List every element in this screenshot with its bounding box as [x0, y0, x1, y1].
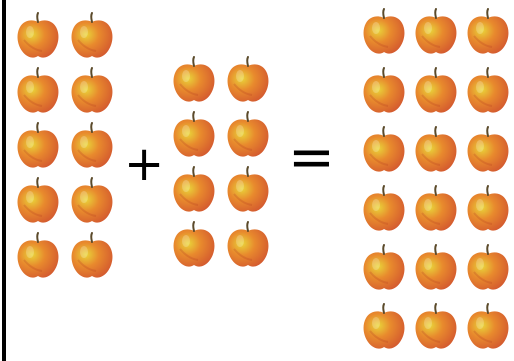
- apple-icon: [168, 219, 220, 271]
- equals-sign: =: [288, 130, 335, 186]
- apple-icon: [66, 120, 118, 172]
- apple-icon: [168, 164, 220, 216]
- middle-apple-group: [168, 54, 274, 272]
- apple-icon: [462, 242, 514, 294]
- apple-icon: [222, 109, 274, 161]
- plus-sign: +: [124, 140, 164, 188]
- apple-icon: [462, 6, 514, 58]
- apple-icon: [12, 65, 64, 117]
- apple-icon: [12, 230, 64, 282]
- apple-icon: [222, 164, 274, 216]
- apple-icon: [410, 301, 462, 353]
- apple-icon: [358, 124, 410, 176]
- right-apple-group: [358, 6, 514, 360]
- apple-icon: [410, 242, 462, 294]
- apple-icon: [410, 183, 462, 235]
- apple-icon: [358, 65, 410, 117]
- apple-icon: [358, 183, 410, 235]
- apple-icon: [462, 124, 514, 176]
- apple-icon: [358, 242, 410, 294]
- apple-icon: [222, 219, 274, 271]
- apple-icon: [66, 230, 118, 282]
- apple-icon: [168, 109, 220, 161]
- apple-icon: [462, 183, 514, 235]
- apple-icon: [66, 175, 118, 227]
- apple-icon: [168, 54, 220, 106]
- apple-icon: [12, 175, 64, 227]
- vertical-divider: [2, 0, 6, 361]
- apple-icon: [462, 301, 514, 353]
- apple-icon: [12, 120, 64, 172]
- apple-icon: [12, 10, 64, 62]
- apple-icon: [410, 65, 462, 117]
- left-apple-group: [12, 10, 118, 283]
- apple-icon: [66, 10, 118, 62]
- apple-icon: [66, 65, 118, 117]
- apple-icon: [358, 301, 410, 353]
- apple-icon: [410, 124, 462, 176]
- apple-icon: [462, 65, 514, 117]
- apple-icon: [358, 6, 410, 58]
- apple-icon: [410, 6, 462, 58]
- apple-icon: [222, 54, 274, 106]
